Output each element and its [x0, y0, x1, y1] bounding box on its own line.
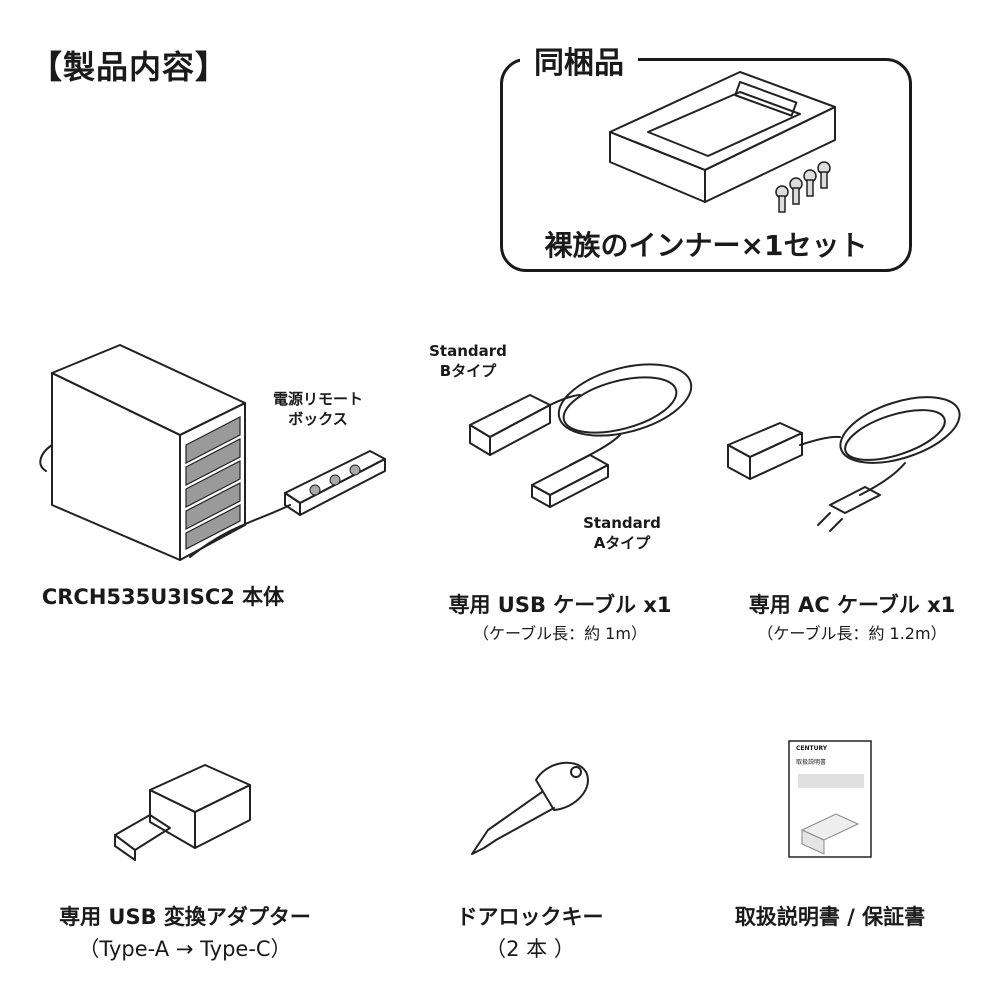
callout-remote-box: 電源リモート ボックス	[272, 390, 363, 428]
item-ac-cable-detail: （ケーブル長：約 1.2m）	[757, 624, 947, 643]
item-key-detail: （2 本 ）	[485, 937, 575, 961]
manual-illustration	[788, 740, 872, 858]
drive-bays	[185, 416, 241, 550]
bundle-title: 同梱品	[520, 38, 638, 82]
ac-connector	[727, 422, 803, 480]
usb-cable-illustration	[469, 363, 693, 508]
usb-adapter-illustration	[114, 764, 251, 861]
item-adapter-caption: 専用 USB 変換アダプター	[59, 905, 311, 929]
callout-std-a: Standard Aタイプ	[583, 514, 661, 552]
manual-brand: CENTURY	[796, 745, 828, 752]
callout-std-b: Standard Bタイプ	[429, 342, 507, 380]
manual-heading: 取扱説明書	[796, 759, 827, 766]
item-usb-cable-caption: 専用 USB ケーブル x1	[448, 593, 672, 617]
item-adapter-detail: （Type-A → Type-C）	[78, 937, 292, 961]
item-ac-cable-caption: 専用 AC ケーブル x1	[748, 593, 956, 617]
ac-plug	[817, 486, 881, 532]
ac-cable-illustration	[727, 396, 961, 532]
screws	[775, 161, 831, 213]
inner-tray-illustration	[609, 71, 836, 213]
main-unit-illustration	[39, 344, 386, 561]
item-key-caption: ドアロックキー	[456, 905, 604, 929]
page-title: 【製品内容】	[30, 48, 229, 86]
bundle-caption: 裸族のインナー×1セット	[544, 229, 868, 262]
item-main-unit-caption: CRCH535U3ISC2 本体	[41, 585, 285, 609]
door-key-illustration	[471, 761, 589, 855]
item-usb-cable-detail: （ケーブル長：約 1m）	[473, 624, 647, 643]
bundle-box	[500, 58, 912, 272]
usb-a-plug	[531, 454, 609, 508]
usb-b-plug	[469, 394, 551, 456]
item-manual-caption: 取扱説明書 / 保証書	[734, 905, 926, 929]
